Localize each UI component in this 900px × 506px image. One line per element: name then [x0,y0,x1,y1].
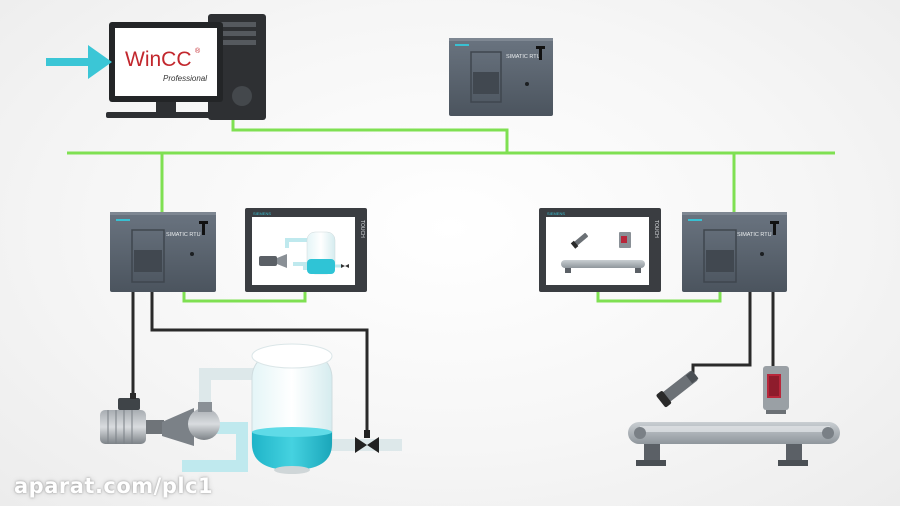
hmi-label: TOUCH [653,220,659,238]
rtu-right: SIMATIC RTU [682,212,787,292]
hmi-panel-left: SIEMENS TOUCH [245,208,367,292]
wincc-workstation: WinCC ® Professional [46,14,266,120]
network-lines [67,118,835,303]
hmi-vendor: SIEMENS [253,211,271,216]
rtu-label: SIMATIC RTU [166,232,201,238]
wincc-logo: WinCC [125,48,192,71]
rtu-label: SIMATIC RTU [737,232,772,238]
photoelectric-sensor [763,366,789,414]
motor [100,398,164,444]
rtu-left: SIMATIC RTU [110,212,216,292]
signal-cables [131,292,775,432]
valve-icon [355,430,379,453]
pump-tank-system [100,343,402,474]
wincc-edition: Professional [163,74,207,83]
hmi-vendor: SIEMENS [547,211,565,216]
proximity-sensor [656,370,699,408]
arrow-icon [46,45,112,79]
rtu-top: SIMATIC RTU [449,38,553,116]
hmi-label: TOUCH [359,220,365,238]
pump [162,402,220,446]
hmi-panel-right: SIEMENS TOUCH [539,208,661,292]
monitor-screen [115,28,217,96]
water-tank [251,343,333,474]
watermark: aparat.com/plc1 [14,474,214,498]
wincc-trademark: ® [195,47,201,55]
conveyor-belt [628,422,840,466]
conveyor-system [628,366,840,466]
rtu-label: SIMATIC RTU [506,54,541,60]
